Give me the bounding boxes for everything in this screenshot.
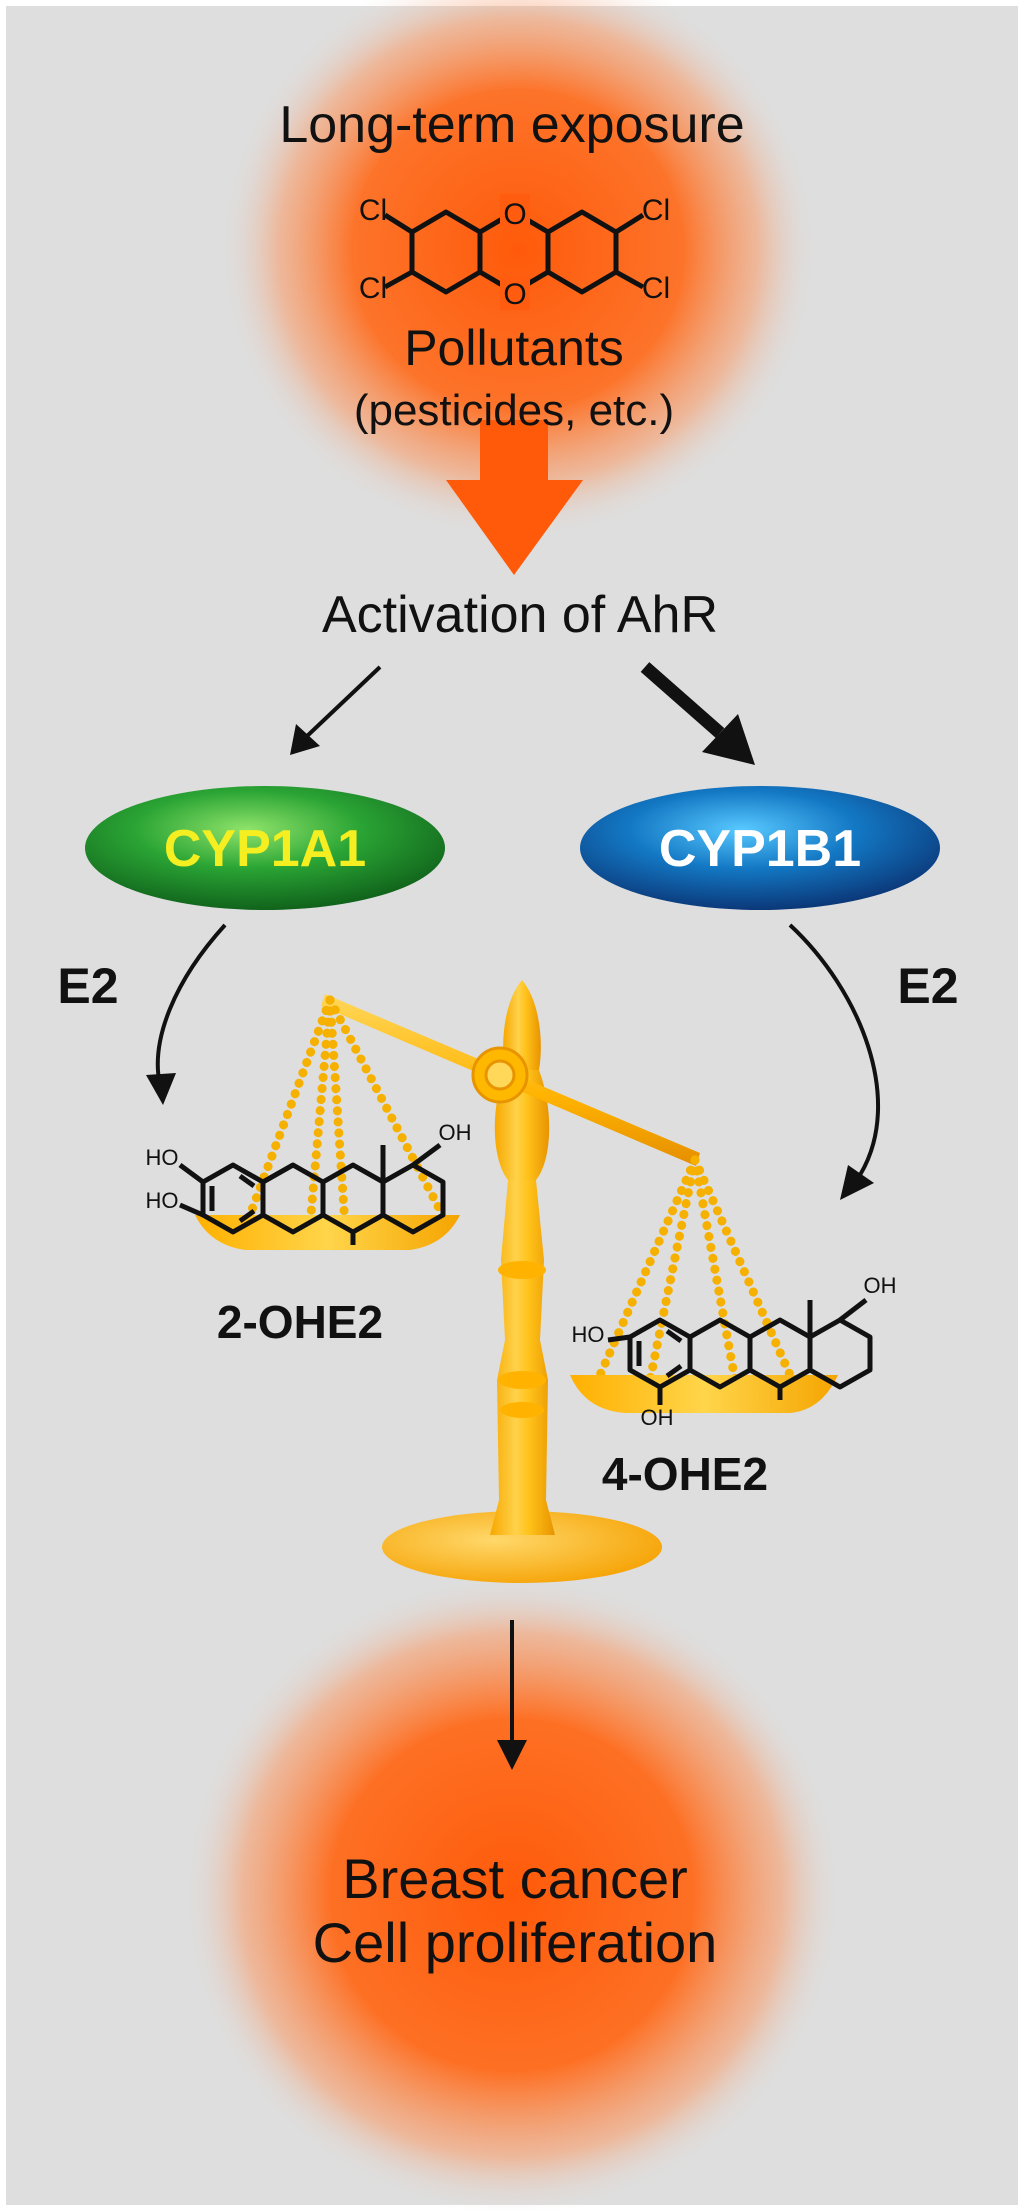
cyp1b1-node: CYP1B1 bbox=[580, 786, 940, 910]
4-ohe2-ho-left: HO bbox=[572, 1322, 605, 1347]
arrow-cyp1b1-to-4-ohe2 bbox=[788, 923, 881, 1200]
pollutants-examples: (pesticides, etc.) bbox=[354, 386, 674, 435]
chlorine-bottom-right-label: Cl bbox=[642, 272, 670, 305]
e2-right-label: E2 bbox=[897, 958, 958, 1014]
arrow-to-cyp1a1 bbox=[290, 665, 382, 755]
arrow-cyp1a1-to-2-ohe2 bbox=[146, 923, 227, 1105]
4-ohe2-label: 4-OHE2 bbox=[602, 1448, 768, 1500]
exposure-arrow bbox=[446, 420, 583, 575]
cyp1a1-node: CYP1A1 bbox=[85, 786, 445, 910]
oxygen-bottom-label: O bbox=[503, 278, 526, 311]
activation-label: Activation of AhR bbox=[322, 586, 718, 644]
4-ohe2-molecule bbox=[607, 1298, 873, 1405]
2-ohe2-ho-bottom: HO bbox=[146, 1188, 179, 1213]
arrow-to-cyp1b1 bbox=[640, 662, 755, 765]
cyp1a1-label: CYP1A1 bbox=[164, 820, 366, 878]
chlorine-top-right-label: Cl bbox=[642, 194, 670, 227]
2-ohe2-ho-top: HO bbox=[146, 1145, 179, 1170]
chlorine-top-left-label: Cl bbox=[359, 194, 387, 227]
exposure-title: Long-term exposure bbox=[279, 96, 744, 154]
o-top-mask bbox=[500, 194, 530, 228]
4-ohe2-oh-right: OH bbox=[864, 1273, 897, 1298]
2-ohe2-molecule bbox=[178, 1142, 446, 1245]
outcome-line-2: Cell proliferation bbox=[313, 1911, 718, 1974]
2-ohe2-oh-right: OH bbox=[439, 1120, 472, 1145]
outcome-glow bbox=[182, 1575, 842, 2211]
e2-left-label: E2 bbox=[57, 958, 118, 1014]
chlorine-bottom-left-label: Cl bbox=[359, 272, 387, 305]
2-ohe2-label: 2-OHE2 bbox=[217, 1296, 383, 1348]
exposure-glow bbox=[218, 0, 818, 540]
arrow-to-outcome bbox=[497, 1620, 527, 1770]
cyp1b1-label: CYP1B1 bbox=[659, 820, 861, 878]
balance-base bbox=[382, 1511, 662, 1583]
oxygen-top-label: O bbox=[503, 198, 526, 231]
pollutants-label: Pollutants bbox=[404, 320, 624, 376]
outcome-line-1: Breast cancer bbox=[342, 1847, 688, 1910]
o-bottom-mask bbox=[500, 276, 530, 310]
4-ohe2-oh-bottom: OH bbox=[641, 1405, 674, 1430]
